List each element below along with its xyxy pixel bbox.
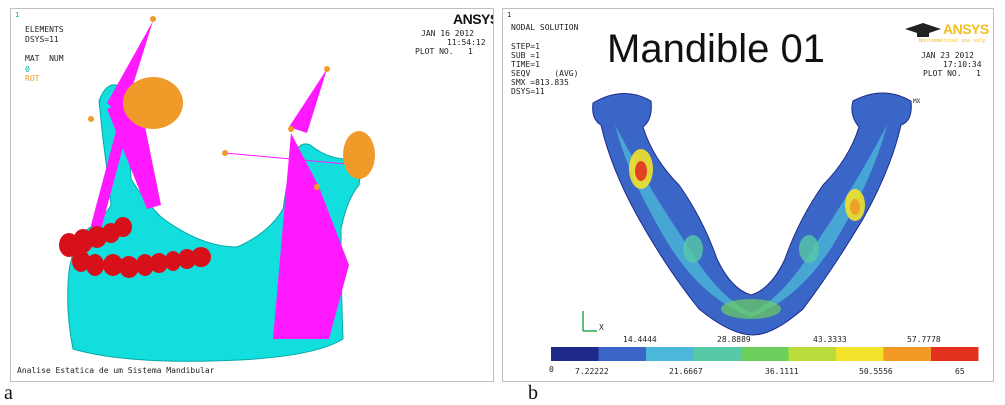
panel-b-canvas (551, 23, 979, 361)
muscle-fan-right-1 (289, 69, 327, 133)
scale-label-top-3: 43.3333 (813, 335, 847, 344)
scale-swatch (741, 347, 789, 361)
info-line-6: SEQV (AVG) (511, 69, 579, 78)
node-markers (88, 16, 330, 190)
scale-swatch (693, 347, 741, 361)
scale-label-bottom-1: 0 (549, 365, 554, 374)
info-line-5: TIME=1 (511, 60, 540, 69)
plot-time: 17:10:34 (943, 60, 982, 69)
info-line-3: STEP=1 (511, 42, 540, 51)
mandible-stress-plot (592, 92, 912, 336)
info-line-4: MAT NUM (25, 54, 64, 63)
info-line-8: DSYS=11 (511, 87, 545, 96)
axis-triad (582, 311, 597, 332)
info-line-4: SUB =1 (511, 51, 540, 60)
panel-a-elements-view: 1 ELEMENTS DSYS=11 MAT NUM 0 ROT ANSYS J… (10, 8, 494, 382)
corner-number: 1 (15, 11, 20, 19)
scale-label-top-2: 28.8889 (717, 335, 751, 344)
caption: Analise Estatica de um Sistema Mandibula… (17, 366, 215, 375)
scale-swatch (598, 347, 646, 361)
plot-time: 11:54:12 (447, 38, 486, 47)
info-line-1: NODAL SOLUTION (511, 23, 579, 32)
info-line-1: ELEMENTS (25, 25, 64, 34)
plot-number: PLOT NO. 1 (415, 47, 473, 56)
noncommercial-note: Noncommercial use only (919, 38, 986, 44)
plot-date: JAN 16 2012 (421, 29, 474, 38)
panel-letter-a: a (4, 382, 13, 404)
corner-number: 1 (507, 11, 512, 19)
panel-a-canvas (59, 16, 375, 362)
info-line-2: DSYS=11 (25, 35, 59, 44)
scale-swatch (836, 347, 884, 361)
scale-swatch (551, 347, 599, 361)
scale-label-top-4: 57.7778 (907, 335, 941, 344)
stress-inner (615, 125, 887, 317)
plot-title: Mandible 01 (607, 27, 825, 71)
scale-label-bottom-6: 65 (955, 367, 965, 376)
scale-label-bottom-3: 21.6667 (669, 367, 703, 376)
scale-label-bottom-5: 50.5556 (859, 367, 893, 376)
plot-date: JAN 23 2012 (921, 51, 974, 60)
legend-rot: ROT (25, 74, 40, 83)
graduation-cap-icon (905, 23, 941, 37)
scale-swatch (931, 347, 979, 361)
ansys-logo: ANSYS (943, 21, 989, 37)
scale-swatch (788, 347, 836, 361)
scale-label-bottom-4: 36.1111 (765, 367, 799, 376)
muscle-fan-right-2 (273, 133, 349, 339)
max-marker: MX (913, 98, 921, 105)
plot-number: PLOT NO. 1 (923, 69, 981, 78)
panel-letter-b: b (528, 382, 538, 404)
muscle-fan-left-1 (107, 21, 153, 117)
scale-swatch (646, 347, 694, 361)
axis-label-x: X (599, 323, 604, 332)
legend-zero: 0 (25, 65, 30, 74)
panel-b-nodal-solution: 1 NODAL SOLUTION STEP=1 SUB =1 TIME=1 SE… (502, 8, 994, 382)
info-line-7: SMX =813.835 (511, 78, 569, 87)
stress-hotspots (629, 149, 865, 319)
scale-label-top-1: 14.4444 (623, 335, 657, 344)
scale-swatch (883, 347, 931, 361)
teeth-row (59, 217, 211, 278)
muscle-fan-left-3 (91, 105, 131, 237)
color-scale (551, 347, 979, 361)
ansys-logo: ANSYS (453, 11, 493, 27)
condyle-right (343, 131, 375, 179)
muscle-line (224, 152, 358, 166)
condyle-left (123, 77, 183, 129)
scale-label-bottom-2: 7.22222 (575, 367, 609, 376)
